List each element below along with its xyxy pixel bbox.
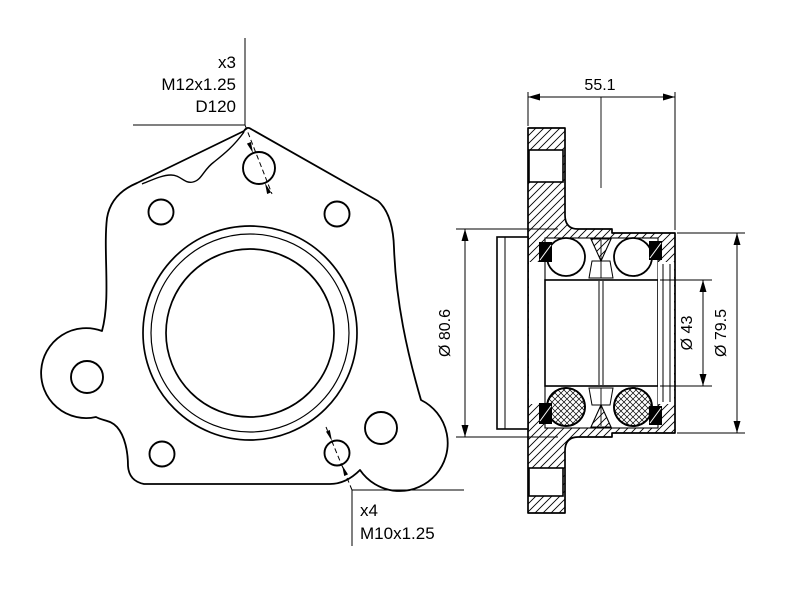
stud-hole-m10-upper-left [147,198,175,226]
bolt-hole-m12-left [70,360,104,394]
dim-hub-outer: Ø 80.6 [437,228,558,438]
dim-bore: Ø 43 [660,279,712,387]
bearing-ball-top-left [546,237,586,277]
section-view: 55.1 Ø 80.6 Ø 43 Ø 79.5 [437,77,745,514]
callout-m12-bolt-circle: D120 [195,97,236,116]
bearing-ball-bottom-left-hatch [546,387,586,427]
center-bore-circle-outer [142,225,358,441]
leader-arrowhead [326,430,332,441]
stud-hole-m10-upper-right [323,200,351,228]
flange-outline [40,126,449,492]
dim-hub-outer-value: Ø 80.6 [437,309,454,357]
dim-bore-value: Ø 43 [679,316,696,351]
bearing-ball-top-right [613,237,653,277]
callout-m10: x4 M10x1.25 [325,426,464,546]
dim-bearing-outer: Ø 79.5 [677,232,745,434]
leader-arrowhead [342,465,348,476]
stud-hole-m10-lower-center [323,439,351,467]
dim-width: 55.1 [527,77,676,230]
dim-arrowhead [699,374,707,386]
callout-m10-thread: M10x1.25 [360,524,435,543]
front-view: x3 M12x1.25 D120 x4 M10x1.25 [40,38,464,546]
leader-arrowhead [265,183,272,194]
bolt-hole-m12-top [242,151,276,185]
dim-width-value: 55.1 [584,77,615,94]
hub-bore [544,279,659,387]
callout-leader-line [244,124,273,195]
dim-arrowhead [461,229,469,241]
dim-bearing-outer-value: Ø 79.5 [713,309,730,357]
callout-m12-count: x3 [218,53,236,72]
pilot-ring [496,236,529,430]
leader-arrowhead [246,142,253,153]
seal-detail-line [539,244,552,261]
seal-detail-line [649,242,662,259]
dim-arrowhead [528,93,540,101]
dim-arrowhead [699,280,707,292]
center-bore-circle-inner [165,248,335,418]
flange-bolt-hole-bottom [528,467,564,497]
seal-detail-line [649,407,662,424]
callout-m10-count: x4 [360,501,378,520]
seal-detail-line [539,405,552,422]
callout-m12: x3 M12x1.25 D120 [133,38,273,195]
callout-m12-thread: M12x1.25 [161,75,236,94]
stud-hole-m10-lower-left [148,440,176,468]
bearing-ball-bottom-right-hatch [613,387,653,427]
casting-parting-line [141,131,245,185]
dim-arrowhead [663,93,675,101]
dim-arrowhead [733,421,741,433]
outboard-face [658,262,674,404]
hub-cavity-left [529,262,545,404]
flange-bolt-hole-top [528,149,564,183]
center-bore-circle-middle [150,233,350,433]
bolt-hole-m12-bottom-right [364,411,398,445]
dim-arrowhead [461,425,469,437]
dim-arrowhead [733,233,741,245]
